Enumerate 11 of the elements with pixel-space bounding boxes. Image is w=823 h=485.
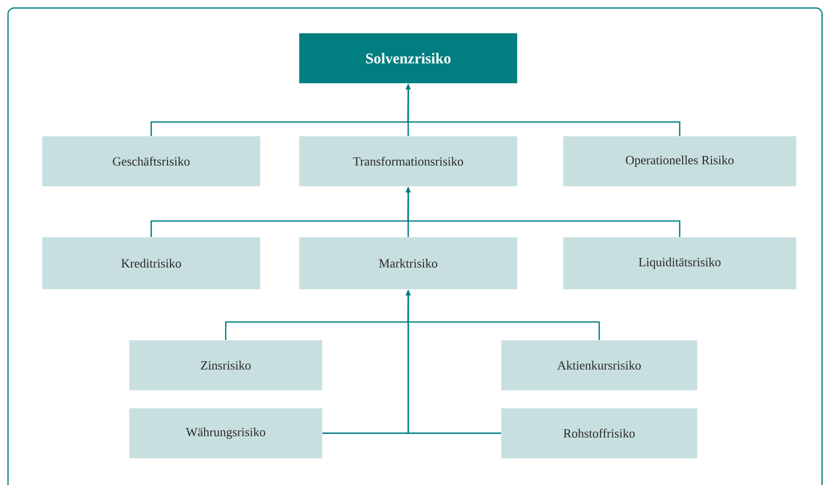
risk-box: Aktienkursrisiko xyxy=(501,340,698,390)
title-box: Solvenzrisiko xyxy=(299,33,518,84)
risk-box: Kreditrisiko xyxy=(42,237,260,290)
risk-box: Marktrisiko xyxy=(299,237,518,290)
risk-box: Operationelles Risiko xyxy=(563,136,796,186)
risk-box: Geschäftsrisiko xyxy=(42,136,260,186)
risk-box: Rohstoffrisiko xyxy=(501,408,698,458)
risk-box: Transformationsrisiko xyxy=(299,136,518,186)
risk-box: Zinsrisiko xyxy=(129,340,322,390)
risk-box: Liquiditätsrisiko xyxy=(563,237,796,290)
risk-box: Währungsrisiko xyxy=(129,408,322,458)
